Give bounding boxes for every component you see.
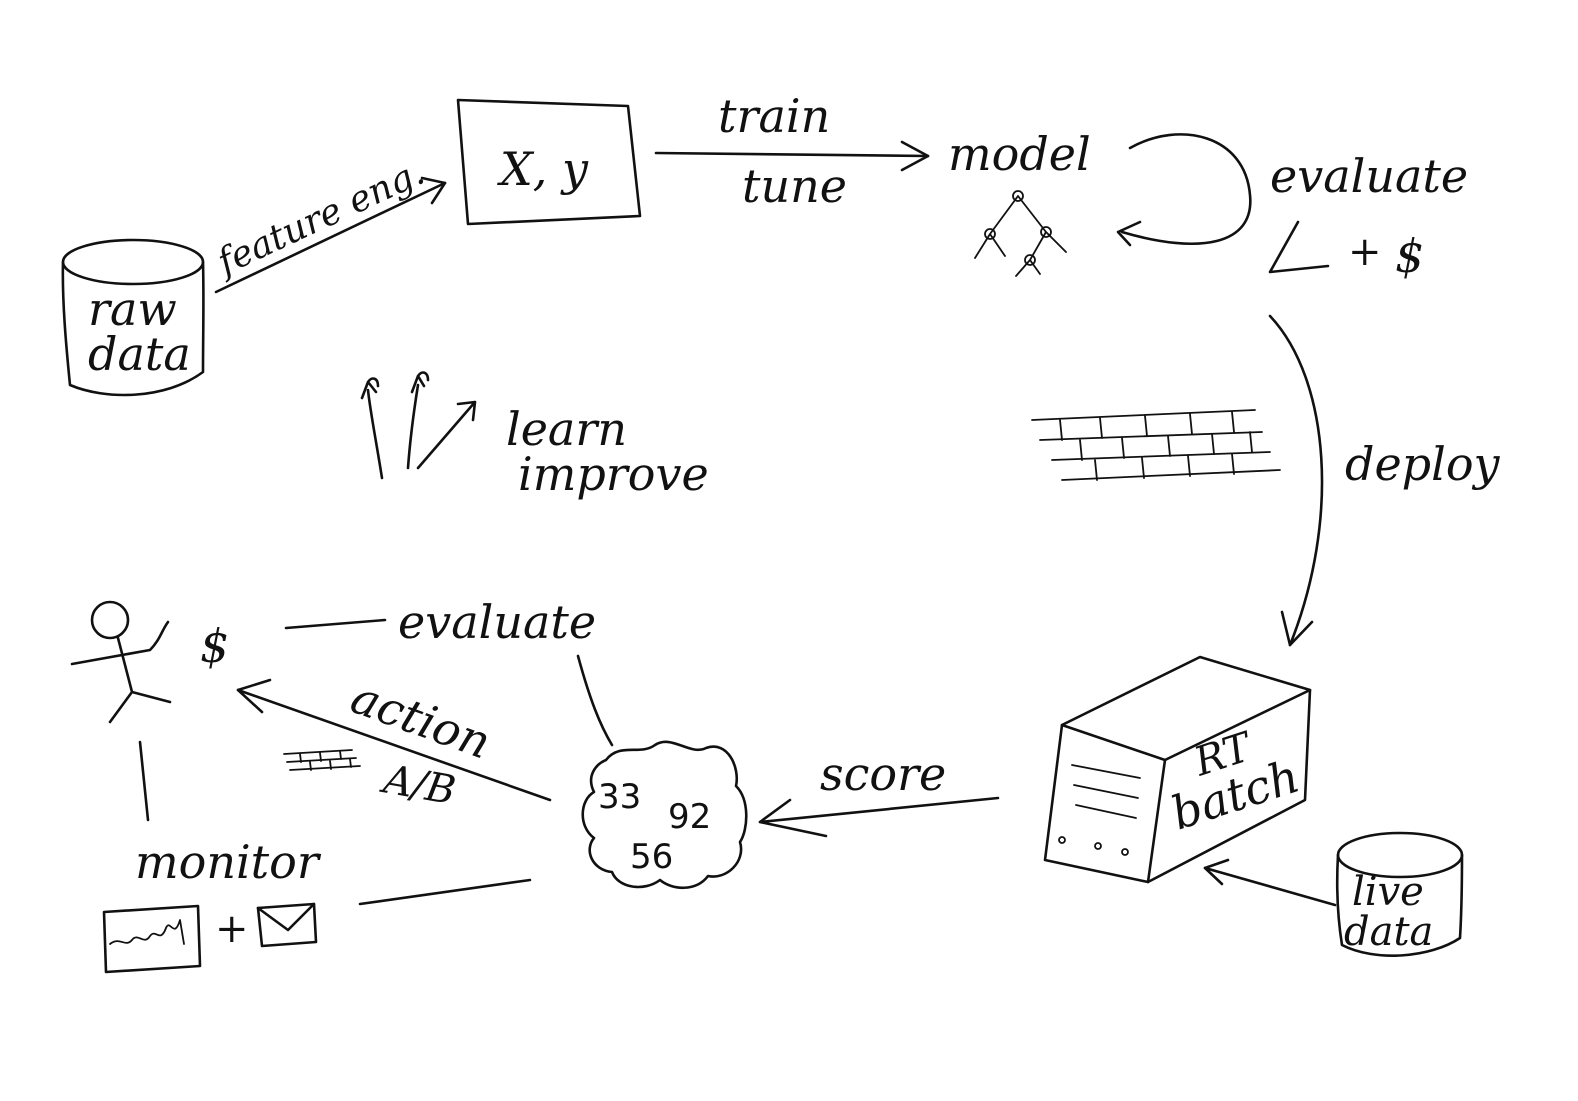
- tune-label: tune: [742, 159, 847, 213]
- user-dollar: $: [200, 619, 229, 673]
- evaluate-dollar: $: [1395, 229, 1424, 283]
- scores-cloud: 33 92 56: [581, 740, 748, 890]
- deploy-label: deploy: [1345, 437, 1501, 491]
- score-arrow: score: [758, 747, 1000, 838]
- user-figure: [70, 600, 172, 724]
- raw-data-label-line2: data: [88, 327, 191, 381]
- firewall-icon: [1031, 409, 1281, 481]
- model-label: model: [948, 127, 1091, 181]
- live-data-cylinder: live data: [1335, 831, 1464, 957]
- evaluate-top-label: evaluate: [1270, 149, 1468, 203]
- evaluate-top: evaluate + $: [1268, 149, 1468, 283]
- learn-label: learn: [506, 402, 627, 456]
- action-arrow: action A/B: [236, 670, 552, 814]
- live-data-arrow: [1203, 858, 1337, 907]
- xy-label: X, y: [497, 142, 589, 196]
- live-data-label-line1: live: [1352, 869, 1424, 915]
- small-firewall-icon: [283, 749, 361, 771]
- deploy-arrow: deploy: [1268, 314, 1501, 647]
- feature-eng-arrow: feature eng.: [209, 152, 447, 294]
- checkmark-icon: [1268, 220, 1330, 274]
- envelope-icon: [256, 902, 318, 948]
- xy-box: X, y: [456, 98, 642, 226]
- score-value-1: 33: [598, 777, 641, 817]
- raw-data-label-line1: raw: [88, 282, 177, 336]
- feature-eng-label: feature eng.: [209, 152, 431, 285]
- evaluate-bottom: evaluate: [284, 595, 614, 747]
- score-label: score: [820, 747, 946, 801]
- monitor-connector: [358, 878, 532, 906]
- train-label: train: [718, 89, 830, 143]
- raw-data-cylinder: raw data: [61, 238, 205, 397]
- score-value-2: 92: [668, 797, 711, 837]
- server-box: RT batch: [1043, 655, 1312, 884]
- evaluate-bottom-label: evaluate: [398, 595, 596, 649]
- chart-icon: [102, 904, 202, 974]
- score-value-3: 56: [630, 837, 673, 877]
- chart-line-icon: [109, 919, 185, 945]
- evaluate-loop-arrow: [1116, 133, 1252, 247]
- evaluate-plus: +: [1348, 229, 1382, 275]
- monitor-plus: +: [215, 906, 249, 952]
- decision-tree-icon: [974, 190, 1067, 277]
- monitor-section: monitor +: [102, 740, 532, 974]
- train-tune-arrow: train tune: [654, 89, 930, 213]
- model-node: model: [948, 127, 1091, 277]
- monitor-label: monitor: [135, 835, 322, 889]
- live-data-label-line2: data: [1344, 909, 1433, 955]
- improve-label: improve: [518, 447, 709, 501]
- learn-improve: learn improve: [360, 371, 709, 501]
